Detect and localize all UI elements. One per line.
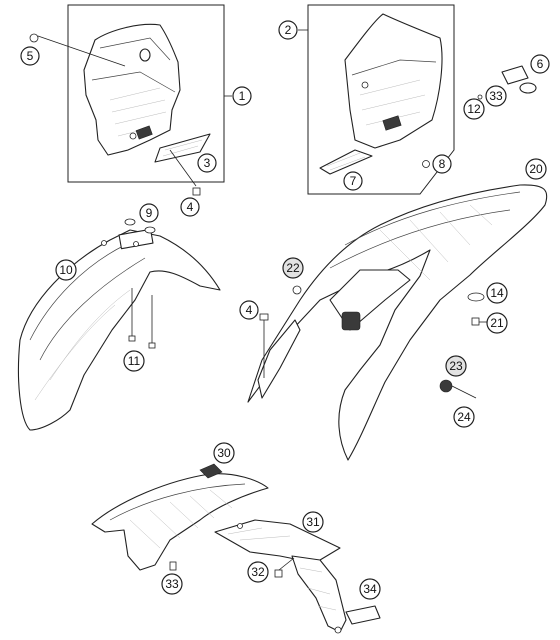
rear-fender-long-screw[interactable] [259,313,269,378]
callout-12[interactable]: 12 [463,98,485,120]
callout-24-label: 24 [457,410,471,424]
callout-30[interactable]: 30 [213,442,235,464]
callout-31[interactable]: 31 [302,511,324,533]
callout-2[interactable]: 2 [278,20,298,40]
callout-31-label: 31 [306,515,320,529]
callout-9-label: 9 [146,206,153,220]
callout-34[interactable]: 34 [359,578,381,600]
callout-4-front-plate[interactable]: 4 [180,197,200,217]
callout-34-label: 34 [363,582,377,596]
callout-1-label: 1 [239,89,246,103]
rear-fender-screw[interactable] [471,317,488,326]
callout-6-label: 6 [537,57,544,71]
callout-32[interactable]: 32 [247,561,269,583]
callout-6[interactable]: 6 [530,54,550,74]
callout-11[interactable]: 11 [123,350,145,372]
callout-3-label: 3 [204,156,211,170]
callout-14-label: 14 [490,286,504,300]
callout-32-label: 32 [251,565,265,579]
callout-5[interactable]: 5 [20,46,40,66]
front-fender-washers[interactable] [124,218,156,234]
callout-23[interactable]: 23 [445,355,467,377]
plate-nut[interactable] [169,149,201,196]
license-plate-mount-screw[interactable] [274,557,295,578]
callout-22[interactable]: 22 [282,257,304,279]
callout-24[interactable]: 24 [453,406,475,428]
rear-fender-grommet[interactable] [467,292,485,302]
callout-20[interactable]: 20 [525,158,547,180]
rear-fender[interactable] [247,184,548,461]
front-fender-screws[interactable] [128,288,156,349]
front-fender[interactable] [17,228,221,431]
callout-5-label: 5 [27,49,34,63]
rear-mud-guard[interactable] [91,463,269,571]
license-plate-reflector[interactable] [345,605,381,625]
callout-4-rear-fender-label: 4 [246,303,253,317]
callout-11-label: 11 [128,354,141,368]
callout-9[interactable]: 9 [139,203,159,223]
side-plate-screw[interactable] [422,160,430,168]
callout-21[interactable]: 21 [486,312,508,334]
side-number-plate[interactable] [344,13,443,149]
callouts: 1 2 3 4 4 5 6 7 [20,20,550,600]
front-number-plate[interactable] [83,23,181,156]
callout-2-label: 2 [285,23,292,37]
callout-33-mud-guard-label: 33 [165,577,179,591]
callout-7-label: 7 [350,174,357,188]
side-plate-decal[interactable] [319,149,373,175]
callout-8-label: 8 [439,157,446,171]
license-plate-holder[interactable] [214,519,347,634]
callout-3[interactable]: 3 [197,153,217,173]
callout-20-label: 20 [529,162,543,176]
rear-fender-bolt[interactable] [439,379,477,399]
callout-12-label: 12 [467,102,481,116]
callout-10[interactable]: 10 [55,259,77,281]
callout-33-side-plate-label: 33 [489,89,503,103]
callout-30-label: 30 [217,446,231,460]
callout-7[interactable]: 7 [343,171,363,191]
callout-23-label: 23 [449,359,463,373]
rear-fender-clip[interactable] [292,285,302,295]
callout-33-side-plate[interactable]: 33 [485,85,507,107]
callout-33-mud-guard[interactable]: 33 [161,573,183,595]
callout-22-label: 22 [286,261,300,275]
callout-4-rear-fender[interactable]: 4 [239,300,259,320]
callout-14[interactable]: 14 [486,282,508,304]
callout-4-front-plate-label: 4 [187,200,194,214]
callout-8[interactable]: 8 [432,154,452,174]
callout-10-label: 10 [59,263,73,277]
number-plate-group-box [67,4,232,183]
callout-21-label: 21 [490,316,504,330]
number-plate-decal[interactable] [154,133,211,163]
callout-1[interactable]: 1 [232,86,252,106]
mud-guard-screw[interactable] [169,561,177,571]
plate-screw[interactable] [29,33,126,67]
